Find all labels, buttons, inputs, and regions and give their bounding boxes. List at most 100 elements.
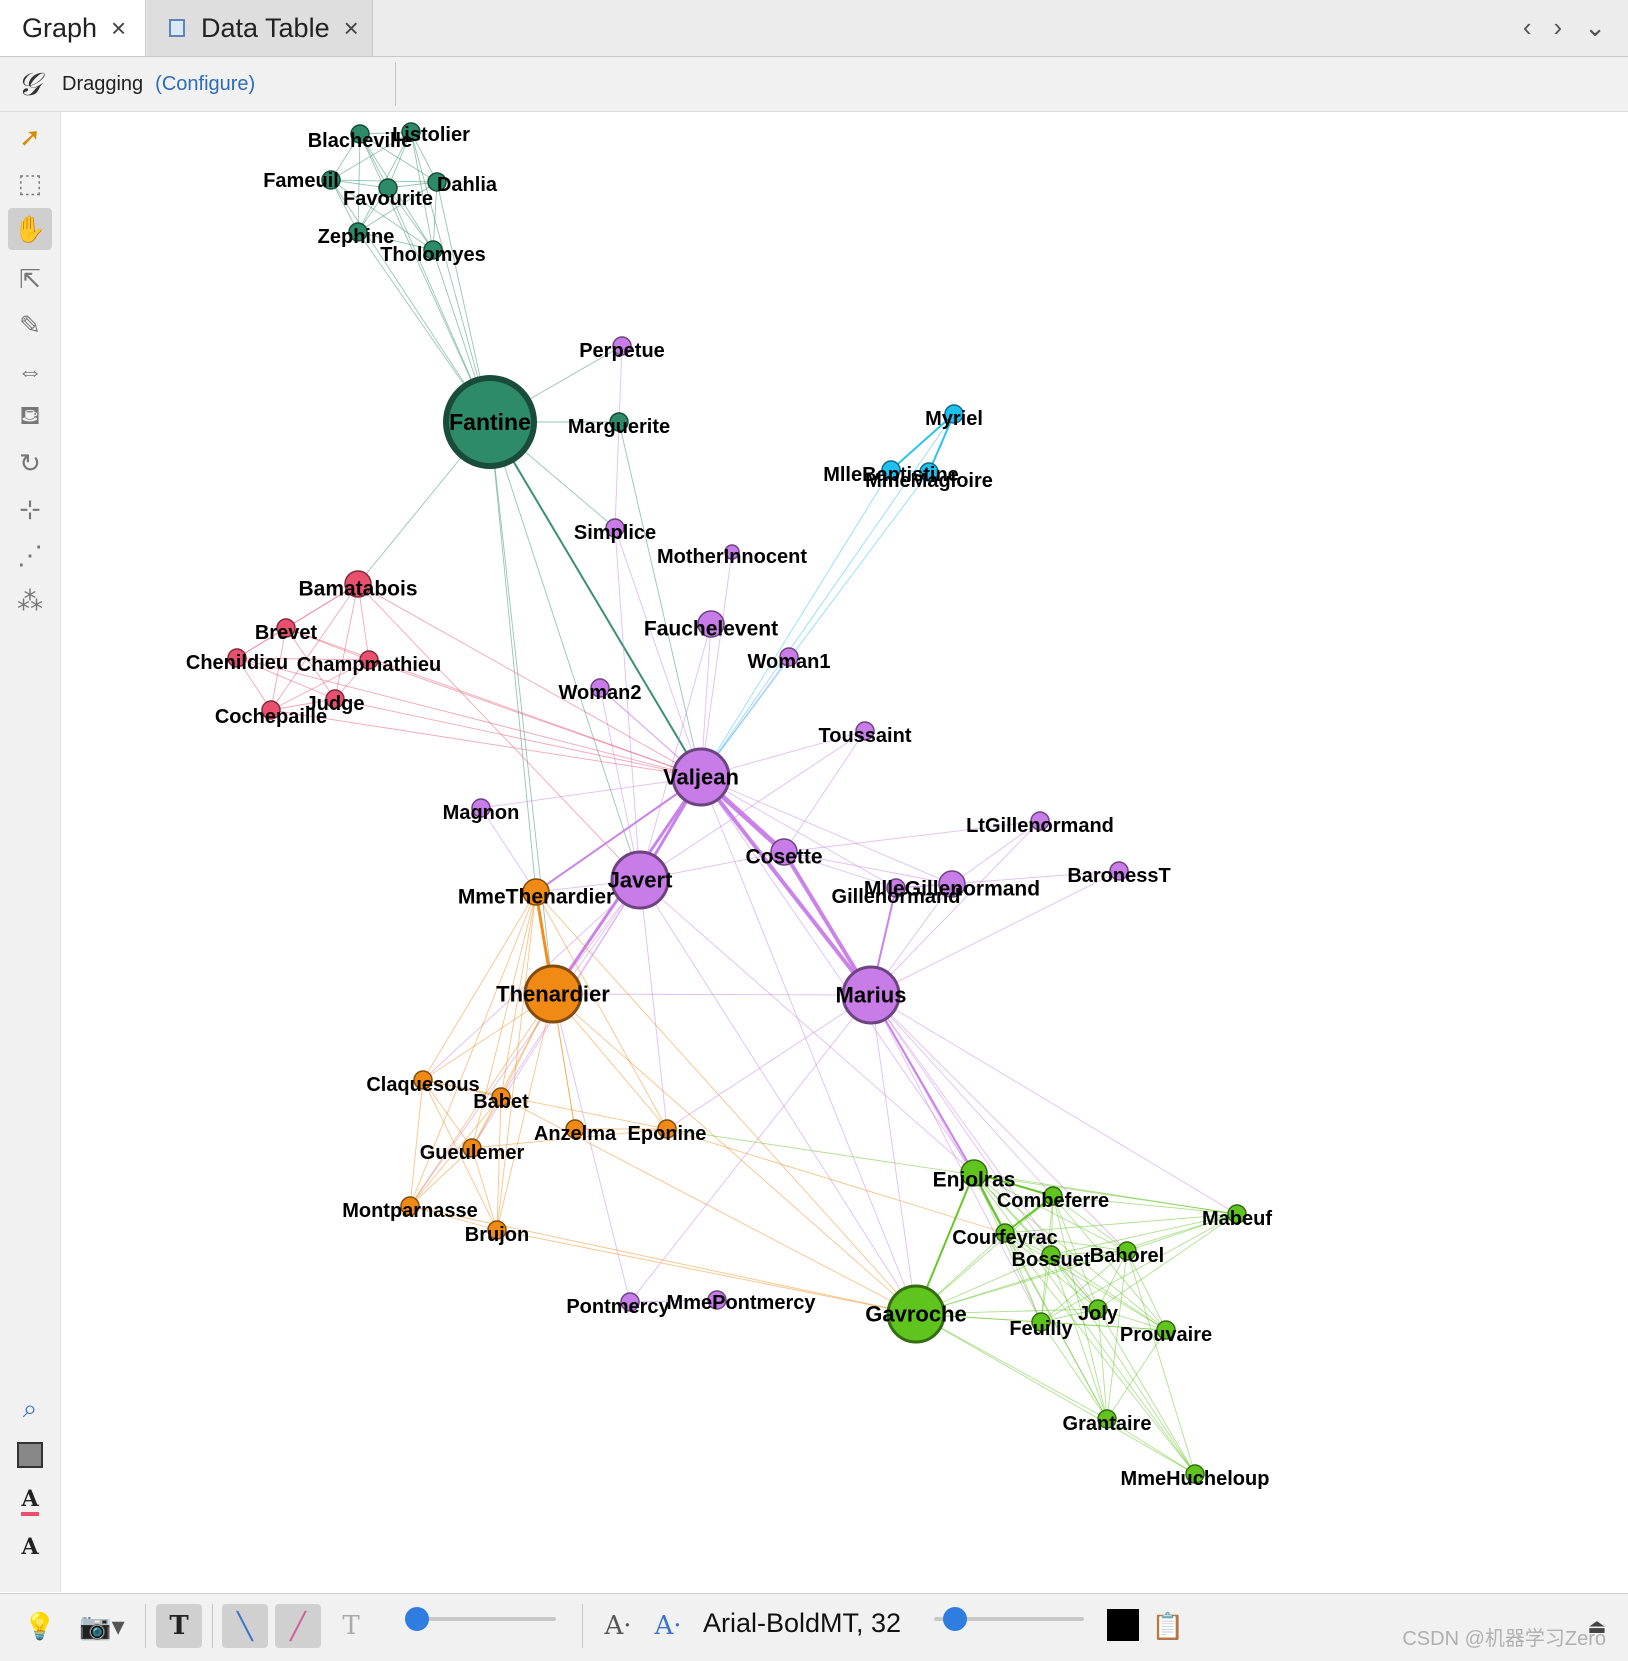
- cluster-icon[interactable]: ⁂: [17, 585, 43, 616]
- paint-bucket-icon[interactable]: ⛾: [19, 399, 41, 430]
- rotate-icon[interactable]: ↻: [19, 447, 41, 478]
- graph-node[interactable]: [960, 1159, 988, 1187]
- graph-edge: [1106, 1418, 1196, 1475]
- graph-node[interactable]: [707, 1290, 727, 1310]
- graph-node[interactable]: [841, 965, 901, 1025]
- graph-node[interactable]: [491, 1087, 511, 1107]
- graph-node[interactable]: [610, 850, 670, 910]
- lightbulb-icon[interactable]: 💡: [23, 1610, 57, 1641]
- label-color-swatch[interactable]: [1107, 1609, 1139, 1641]
- pointer-icon[interactable]: ➚: [19, 121, 41, 152]
- graph-node[interactable]: [348, 222, 368, 242]
- graph-node[interactable]: [378, 178, 398, 198]
- paint-brush-icon[interactable]: ✎: [19, 309, 41, 340]
- graph-node[interactable]: [919, 462, 939, 482]
- graph-node[interactable]: [779, 647, 799, 667]
- graph-node[interactable]: [724, 544, 740, 560]
- graph-node[interactable]: [276, 618, 296, 638]
- edge-thickness-slider[interactable]: [404, 1607, 556, 1631]
- graph-node[interactable]: [1097, 1409, 1117, 1429]
- graph-node[interactable]: [657, 1119, 677, 1139]
- chevron-down-icon[interactable]: ⌄: [1584, 12, 1606, 42]
- graph-node[interactable]: [565, 1119, 585, 1139]
- graph-node[interactable]: [1030, 811, 1050, 831]
- graph-node[interactable]: [881, 460, 901, 480]
- graph-node[interactable]: [995, 1223, 1015, 1243]
- graph-node[interactable]: [1185, 1464, 1205, 1484]
- info-pointer-icon[interactable]: ⇱: [19, 263, 41, 294]
- close-icon[interactable]: ×: [343, 12, 359, 43]
- graph-node[interactable]: [227, 648, 247, 668]
- graph-node[interactable]: [855, 721, 875, 741]
- graph-node[interactable]: [350, 124, 370, 144]
- graph-node[interactable]: [1227, 1204, 1247, 1224]
- font-color-icon[interactable]: A·: [654, 1611, 682, 1641]
- slider-knob[interactable]: [943, 1607, 967, 1631]
- graph-node[interactable]: [471, 798, 491, 818]
- graph-node[interactable]: [938, 870, 966, 898]
- graph-node[interactable]: [359, 650, 379, 670]
- chevron-right-icon[interactable]: ›: [1553, 12, 1563, 42]
- graph-node[interactable]: [1043, 1186, 1063, 1206]
- graph-node[interactable]: [523, 964, 583, 1024]
- graph-node[interactable]: [1117, 1241, 1137, 1261]
- graph-node[interactable]: [427, 172, 447, 192]
- graph-node[interactable]: [423, 240, 443, 260]
- font-size-icon[interactable]: A·: [604, 1611, 632, 1641]
- show-labels-icon[interactable]: T: [156, 1604, 202, 1648]
- graph-node[interactable]: [1156, 1320, 1176, 1340]
- edge-label-icon[interactable]: T: [342, 1611, 360, 1641]
- graph-node[interactable]: [620, 1292, 640, 1312]
- label-color-icon[interactable]: A: [8, 1480, 52, 1522]
- slider-knob[interactable]: [404, 1607, 429, 1631]
- graph-node[interactable]: [612, 336, 632, 356]
- graph-node[interactable]: [344, 570, 372, 598]
- graph-node[interactable]: [671, 747, 731, 807]
- screenshot-icon[interactable]: 📷▾: [79, 1610, 125, 1641]
- graph-node[interactable]: [522, 878, 550, 906]
- resize-icon[interactable]: ⇔: [17, 355, 43, 386]
- graph-node[interactable]: [770, 838, 798, 866]
- graph-node[interactable]: [400, 1196, 420, 1216]
- graph-node[interactable]: [605, 518, 625, 538]
- graph-node[interactable]: [1088, 1299, 1108, 1319]
- graph-node[interactable]: [1109, 861, 1129, 881]
- graph-node[interactable]: [886, 878, 906, 898]
- graph-node[interactable]: [325, 689, 345, 709]
- add-edge-icon[interactable]: ⋰: [17, 539, 43, 570]
- zoom-fit-icon[interactable]: ⌕: [22, 1393, 38, 1423]
- graph-node[interactable]: [697, 610, 725, 638]
- label-font-icon[interactable]: A: [21, 1534, 39, 1560]
- graph-node[interactable]: [443, 375, 537, 469]
- background-color-icon[interactable]: [8, 1434, 52, 1476]
- rect-select-icon[interactable]: ⬚: [17, 167, 43, 198]
- network-graph[interactable]: FantineBlachevilleListolierFameuilFavour…: [61, 112, 1623, 1592]
- graph-node[interactable]: [487, 1220, 507, 1240]
- settings-clipboard-icon[interactable]: 📋: [1151, 1610, 1185, 1641]
- graph-node[interactable]: [944, 404, 964, 424]
- graph-node[interactable]: [886, 1284, 946, 1344]
- label-size-slider[interactable]: [934, 1607, 1084, 1631]
- graph-toolbar: 𝒢 Dragging (Configure): [0, 57, 1628, 112]
- graph-node[interactable]: [261, 700, 281, 720]
- graph-node[interactable]: [462, 1138, 482, 1158]
- graph-node[interactable]: [609, 412, 629, 432]
- label-font-name[interactable]: Arial-BoldMT, 32: [703, 1608, 902, 1638]
- tab-graph[interactable]: Graph ×: [0, 0, 146, 56]
- drag-hand-icon[interactable]: ✋: [8, 208, 52, 250]
- chevron-left-icon[interactable]: ‹: [1522, 12, 1532, 42]
- graph-node[interactable]: [321, 170, 341, 190]
- collapse-icon[interactable]: ⏏: [1587, 1615, 1607, 1638]
- graph-node[interactable]: [401, 122, 421, 142]
- graph-node[interactable]: [590, 678, 610, 698]
- tab-data-table[interactable]: Data Table ×: [147, 0, 373, 56]
- show-edges-icon[interactable]: ╲: [222, 1604, 268, 1648]
- add-node-icon[interactable]: ⊹: [19, 493, 41, 524]
- close-icon[interactable]: ×: [111, 12, 127, 43]
- graph-node[interactable]: [1041, 1245, 1061, 1265]
- edge-color-icon[interactable]: ╱: [275, 1604, 321, 1648]
- configure-link[interactable]: (Configure): [155, 72, 256, 95]
- graph-node[interactable]: [1031, 1312, 1051, 1332]
- graph-node[interactable]: [413, 1070, 433, 1090]
